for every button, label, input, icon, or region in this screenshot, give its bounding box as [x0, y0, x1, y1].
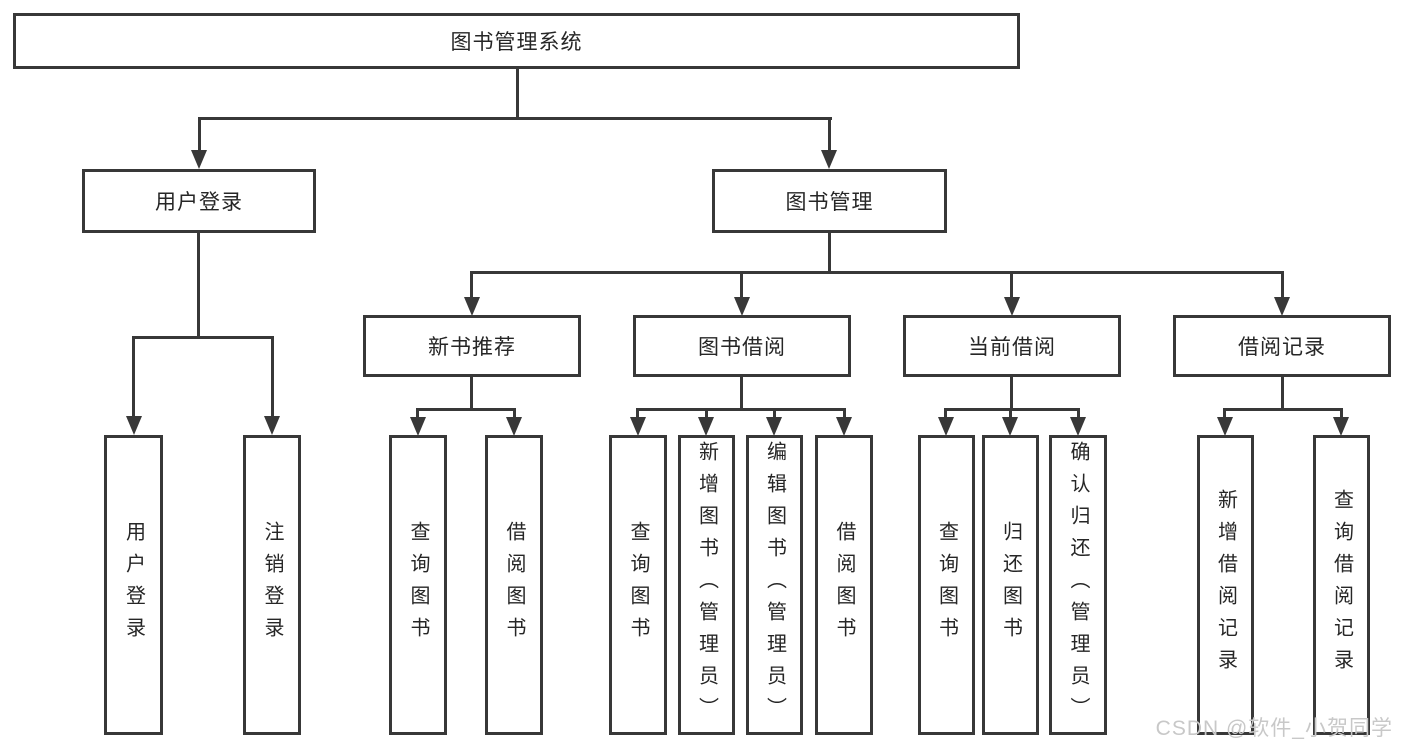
connector-leaf-drop: [944, 408, 947, 418]
arrowhead-leaf: [1333, 417, 1349, 436]
leaf-label: 查询图书: [407, 521, 429, 649]
connector-level3-bus: [470, 271, 1284, 274]
connector-borrow-record-bus: [1223, 408, 1343, 411]
node-borrow-record: 借阅记录: [1173, 315, 1391, 377]
arrowhead-login: [126, 416, 142, 435]
node-label: 用户登录: [155, 191, 243, 214]
arrowhead-book-borrow: [734, 297, 750, 316]
connector-leaf-drop: [416, 408, 419, 418]
arrowhead-leaf: [698, 417, 714, 436]
leaf-user-login: 用户登录: [104, 435, 163, 735]
arrowhead-leaf: [1217, 417, 1233, 436]
leaf-label: 确认归还（管理员）: [1067, 441, 1089, 729]
leaf-logout: 注销登录: [243, 435, 301, 735]
arrowhead-leaf: [766, 417, 782, 436]
arrowhead-leaf: [1070, 417, 1086, 436]
connector-new-book-bus: [416, 408, 516, 411]
arrowhead-leaf: [938, 417, 954, 436]
connector-current-borrow-stem: [1010, 377, 1013, 408]
node-label: 新书推荐: [428, 336, 516, 359]
node-label: 图书管理系统: [450, 31, 583, 54]
leaf-query-books-recommend: 查询图书: [389, 435, 447, 735]
connector-leaf-drop: [1009, 408, 1012, 418]
arrowhead-leaf: [836, 417, 852, 436]
connector-leaf-drop: [773, 408, 776, 418]
node-book-management: 图书管理: [712, 169, 947, 233]
leaf-return-books: 归还图书: [982, 435, 1039, 735]
connector-user-login-drop: [198, 117, 201, 151]
connector-user-login-stem: [197, 233, 200, 336]
connector-leaf-drop: [636, 408, 639, 418]
leaf-label: 归还图书: [999, 521, 1022, 649]
connector-user-login-bus: [132, 336, 274, 339]
node-current-borrow: 当前借阅: [903, 315, 1121, 377]
leaf-label: 新增图书（管理员）: [695, 441, 718, 729]
connector-book-borrow-drop: [740, 271, 743, 298]
connector-new-book-stem: [470, 377, 473, 408]
arrowhead-current-borrow: [1004, 297, 1020, 316]
connector-level2-bus: [198, 117, 832, 120]
node-label: 当前借阅: [968, 336, 1056, 359]
node-book-borrow: 图书借阅: [633, 315, 851, 377]
arrowhead-leaf: [410, 417, 426, 436]
connector-leaf-drop: [513, 408, 516, 418]
connector-book-management-drop: [828, 117, 831, 151]
connector-new-book-drop: [470, 271, 473, 298]
connector-root-stem: [516, 69, 519, 117]
connector-login-drop: [132, 336, 135, 417]
connector-current-borrow-drop: [1010, 271, 1013, 298]
node-label: 借阅记录: [1238, 336, 1326, 359]
connector-leaf-drop: [843, 408, 846, 418]
leaf-label: 借阅图书: [503, 521, 525, 649]
connector-current-borrow-bus: [944, 408, 1080, 411]
connector-borrow-record-drop: [1281, 271, 1284, 298]
leaf-borrow-books-recommend: 借阅图书: [485, 435, 543, 735]
leaf-label: 用户登录: [122, 521, 145, 649]
connector-leaf-drop: [1340, 408, 1343, 418]
leaf-query-books-borrow: 查询图书: [609, 435, 667, 735]
leaf-add-borrow-record: 新增借阅记录: [1197, 435, 1254, 735]
connector-leaf-drop: [705, 408, 708, 418]
arrowhead-new-book-recommend: [464, 297, 480, 316]
arrowhead-borrow-record: [1274, 297, 1290, 316]
arrowhead-logout: [264, 416, 280, 435]
connector-book-borrow-bus: [636, 408, 846, 411]
leaf-confirm-return-admin: 确认归还（管理员）: [1049, 435, 1107, 735]
node-label: 图书借阅: [698, 336, 786, 359]
leaf-query-books-current: 查询图书: [918, 435, 975, 735]
leaf-label: 借阅图书: [833, 521, 855, 649]
node-library-management-system: 图书管理系统: [13, 13, 1020, 69]
connector-book-borrow-stem: [740, 377, 743, 408]
leaf-label: 查询借阅记录: [1330, 489, 1353, 681]
arrowhead-user-login: [191, 150, 207, 169]
leaf-borrow-books: 借阅图书: [815, 435, 873, 735]
node-label: 图书管理: [785, 191, 874, 214]
connector-leaf-drop: [1223, 408, 1226, 418]
leaf-label: 新增借阅记录: [1214, 489, 1237, 681]
csdn-watermark: CSDN @软件_小贺同学: [1155, 717, 1393, 740]
node-user-login: 用户登录: [82, 169, 316, 233]
leaf-label: 查询图书: [627, 521, 649, 649]
leaf-label: 注销登录: [261, 521, 283, 649]
connector-book-management-stem: [828, 233, 831, 271]
arrowhead-leaf: [506, 417, 522, 436]
leaf-label: 查询图书: [935, 521, 958, 649]
connector-logout-drop: [271, 336, 274, 417]
leaf-add-books-admin: 新增图书（管理员）: [678, 435, 735, 735]
leaf-query-borrow-record: 查询借阅记录: [1313, 435, 1370, 735]
arrowhead-leaf: [630, 417, 646, 436]
connector-borrow-record-stem: [1281, 377, 1284, 408]
arrowhead-book-management: [821, 150, 837, 169]
leaf-label: 编辑图书（管理员）: [763, 441, 786, 729]
leaf-edit-books-admin: 编辑图书（管理员）: [746, 435, 803, 735]
arrowhead-leaf: [1002, 417, 1018, 436]
connector-leaf-drop: [1077, 408, 1080, 418]
node-new-book-recommend: 新书推荐: [363, 315, 581, 377]
